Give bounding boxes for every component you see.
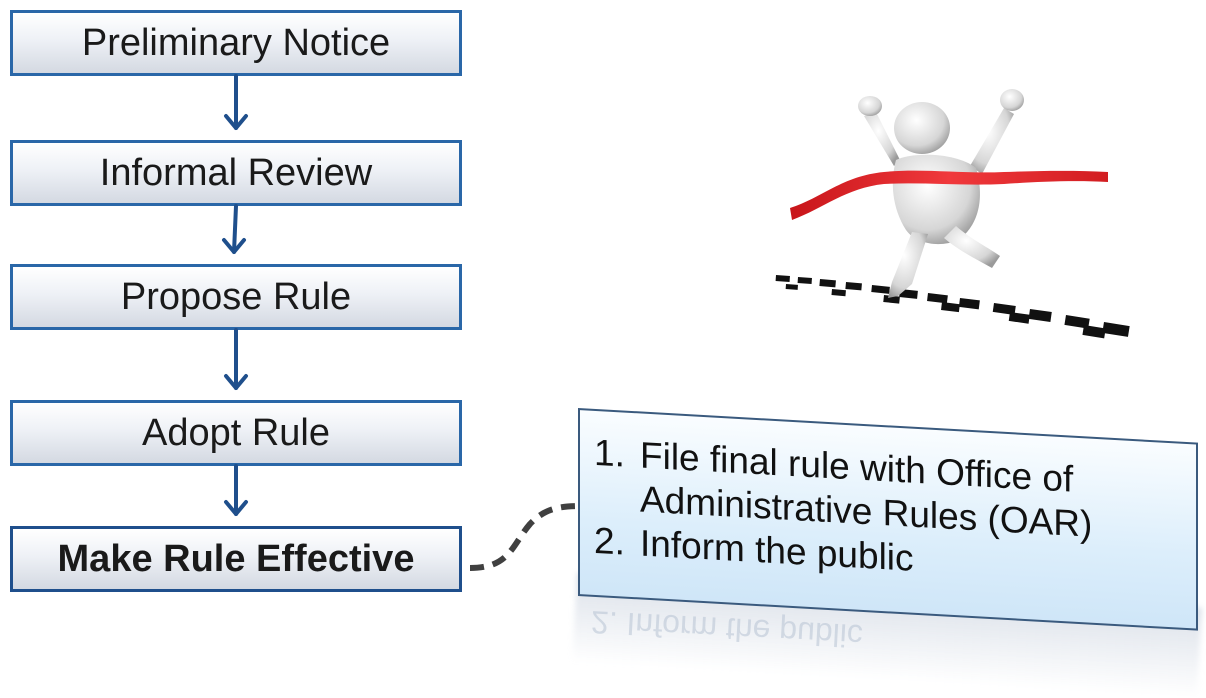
step-label: Propose Rule [120,275,352,318]
arrow-down-icon [224,328,248,390]
arrow-down-icon [224,74,248,130]
callout-list: 1. File final rule with Office of Admini… [594,431,1182,596]
step-propose-rule: Propose Rule [10,264,462,330]
list-number: 2. [594,519,625,563]
step-label: Preliminary Notice [81,21,391,64]
arrow-down-icon [222,204,246,254]
runner-figure [858,89,1024,298]
arrow-down-icon [224,464,248,516]
list-number: 1. [594,431,625,475]
step-label: Make Rule Effective [57,537,415,580]
finish-line-illustration [772,70,1144,352]
finish-ribbon [790,170,1108,220]
step-adopt-rule: Adopt Rule [10,400,462,466]
effective-steps-callout: 1. File final rule with Office of Admini… [578,408,1198,631]
step-label: Adopt Rule [141,411,330,454]
checkered-line [775,275,1130,339]
step-label: Informal Review [99,151,373,194]
step-make-rule-effective: Make Rule Effective [10,526,462,592]
dashed-connector [469,503,583,571]
step-preliminary-notice: Preliminary Notice [10,10,462,76]
